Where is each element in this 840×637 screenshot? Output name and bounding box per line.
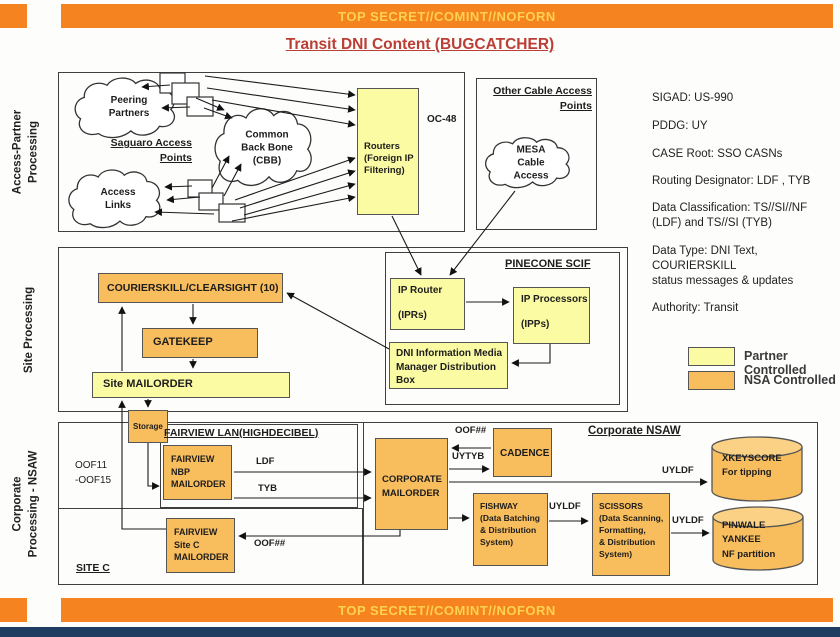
mesa-cable-access-label: MESA Cable Access: [513, 144, 549, 182]
window-bottom-strip: [0, 627, 840, 637]
banner-corner-bottom: [0, 598, 27, 622]
uyldf-scissors-label: UYLDF: [672, 515, 704, 526]
access-partner-section-box: [58, 72, 465, 232]
site-processing-section-box: [58, 247, 628, 412]
fishway-box: FISHWAY (Data Batching & Distribution Sy…: [473, 493, 548, 566]
cadence-box: CADENCE: [493, 428, 552, 477]
legend-partner-swatch: [688, 347, 735, 366]
storage-box: Storage: [128, 410, 168, 443]
fairview-lan-label: FAIRVIEW LAN(HIGHDECIBEL): [164, 427, 319, 439]
oof-cadence-label: OOF##: [455, 425, 487, 436]
section-label-site-processing: Site Processing: [23, 286, 36, 374]
pinwale-label: PINWALE YANKEE NF partition: [722, 520, 776, 560]
routers-box: Routers (Foreign IP Filtering): [357, 88, 419, 215]
info-routing-designator: Routing Designator: LDF , TYB: [652, 175, 811, 187]
fairview-nbp-mailorder-box: FAIRVIEW NBP MAILORDER: [163, 445, 232, 500]
classification-banner-bottom: TOP SECRET//COMINT//NOFORN: [61, 598, 833, 622]
scissors-box: SCISSORS (Data Scanning, Formatting, & D…: [592, 493, 670, 576]
oof-site-c-label: OOF##: [254, 538, 286, 549]
info-pddg: PDDG: UY: [652, 120, 708, 132]
tyb-label: TYB: [258, 483, 277, 494]
ip-router-box: IP Router (IPRs): [390, 278, 465, 330]
ldf-label: LDF: [256, 456, 275, 467]
page-title: Transit DNI Content (BUGCATCHER): [285, 36, 555, 53]
fairview-site-c-mailorder-box: FAIRVIEW Site C MAILORDER: [166, 518, 235, 573]
section-label-corporate: Corporate Processing - NSAW: [11, 450, 39, 558]
courierskill-clearsight-box: COURIERSKILL/CLEARSIGHT (10): [98, 273, 283, 303]
oc48-label: OC-48: [427, 114, 457, 125]
other-cable-access-box: [476, 78, 597, 230]
uyldf-fishway-label: UYLDF: [549, 501, 581, 512]
info-sigad: SIGAD: US-990: [652, 92, 734, 104]
legend-partner-label: Partner Controlled: [744, 349, 807, 377]
gatekeep-box: GATEKEEP: [142, 328, 258, 358]
section-label-access-partner: Access-Partner Processing: [11, 109, 39, 195]
corporate-nsaw-label: Corporate NSAW: [588, 425, 681, 437]
info-data-type: Data Type: DNI Text, COURIERSKILL status…: [652, 245, 794, 287]
ip-processors-box: IP Processors (IPPs): [513, 287, 590, 344]
site-c-box: [58, 508, 363, 585]
site-mailorder-box: Site MAILORDER: [92, 372, 290, 398]
access-links-label: Access Links: [100, 187, 136, 211]
legend-nsa-label: NSA Controlled: [744, 373, 836, 387]
common-backbone-label: Common Back Bone (CBB): [241, 129, 293, 167]
saguaro-access-points-label: Saguaro Access Points: [110, 137, 192, 165]
info-data-classification: Data Classification: TS//SI//NF (LDF) an…: [652, 202, 808, 229]
oof-range-label: OOF11 -OOF15: [75, 460, 112, 486]
site-c-label: SITE C: [76, 562, 110, 574]
corporate-nsaw-box: [363, 422, 818, 585]
banner-corner-top: [0, 4, 27, 28]
uytyb-label: UYTYB: [452, 451, 485, 462]
info-case-root: CASE Root: SSO CASNs: [652, 148, 783, 160]
peering-partners-label: Peering Partners: [108, 95, 150, 119]
info-authority: Authority: Transit: [652, 302, 739, 314]
corporate-mailorder-box: CORPORATE MAILORDER: [375, 438, 448, 530]
legend-nsa-swatch: [688, 371, 735, 390]
dni-media-manager-box: DNI Information Media Manager Distributi…: [389, 342, 508, 389]
classification-banner-top: TOP SECRET//COMINT//NOFORN: [61, 4, 833, 28]
pinecone-scif-label: PINECONE SCIF: [505, 258, 591, 270]
uyldf-xkeyscore-label: UYLDF: [662, 465, 694, 476]
xkeyscore-label: XKEYSCORE For tipping: [722, 453, 782, 479]
other-cable-access-points-label: Other Cable Access Points: [493, 85, 592, 113]
